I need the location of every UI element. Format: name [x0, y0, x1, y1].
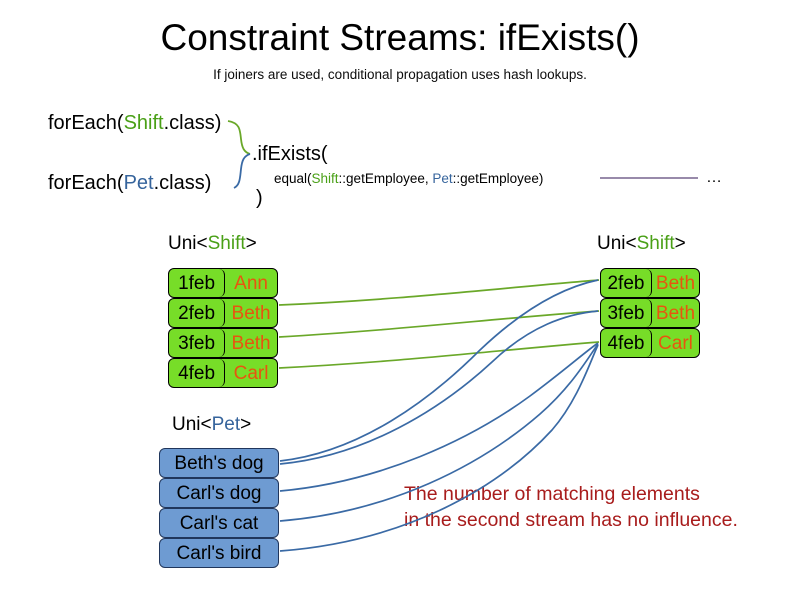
code-close-paren: ): [256, 187, 263, 209]
code-foreach-shift-type: Shift: [123, 112, 164, 134]
tuple-row: 4feb Carl: [168, 358, 278, 388]
tuple-row: 4feb Carl: [600, 328, 700, 358]
label-uni-shift-left-prefix: Uni<: [168, 233, 208, 254]
tuple-employee: Carl: [233, 362, 269, 384]
tuple-row: 3feb Beth: [168, 328, 278, 358]
code-joiner-left-type: Shift: [311, 171, 339, 186]
code-foreach-shift-suffix: .class): [163, 112, 222, 134]
tuple-date: 2feb: [169, 299, 226, 327]
connector-green-3feb: [278, 310, 600, 338]
connector-green-2feb: [278, 279, 600, 306]
tuple-employee: Beth: [231, 302, 271, 324]
note-line-2: in the second stream has no influence.: [404, 509, 738, 531]
tuple-row: 3feb Beth: [600, 298, 700, 328]
label-uni-pet: Uni<Pet>: [172, 413, 251, 437]
tuple-employee: Beth: [231, 332, 271, 354]
tuple-employee: Beth: [655, 302, 696, 324]
connector-blue-beth-dog-3feb: [279, 310, 599, 465]
code-joiner-right-method: ::getEmployee): [452, 171, 544, 186]
code-foreach-shift: forEach(Shift.class): [48, 111, 221, 135]
tuple-employee: Beth: [655, 272, 696, 294]
label-uni-shift-left-suffix: >: [245, 233, 257, 254]
pet-row: Carl's cat: [159, 508, 279, 538]
note-line-1: The number of matching elements: [404, 483, 700, 505]
label-uni-pet-prefix: Uni<: [172, 414, 212, 435]
pet-row: Carl's bird: [159, 538, 279, 568]
label-uni-shift-right-type: Shift: [636, 233, 675, 254]
note-text: The number of matching elements in the s…: [404, 481, 738, 533]
brace-lower-blue: [233, 153, 251, 189]
tuple-date: 3feb: [169, 329, 226, 357]
pet-row: Carl's dog: [159, 478, 279, 508]
code-ifexists-call: .ifExists(: [252, 143, 328, 165]
label-uni-shift-left: Uni<Shift>: [168, 232, 257, 256]
connector-green-4feb: [278, 341, 600, 369]
label-uni-shift-right: Uni<Shift>: [597, 232, 686, 256]
label-uni-pet-suffix: >: [240, 414, 252, 435]
code-joiner-right-type: Pet: [432, 171, 453, 186]
tuple-date: 2feb: [601, 269, 652, 297]
code-joiner-prefix: equal(: [274, 171, 312, 186]
tuple-date: 3feb: [601, 299, 652, 327]
tuple-row: 1feb Ann: [168, 268, 278, 298]
code-joiner-left-method: ::getEmployee,: [338, 171, 433, 186]
tuple-date: 1feb: [169, 269, 226, 297]
tuple-row: 2feb Beth: [168, 298, 278, 328]
code-foreach-pet-prefix: forEach(: [48, 172, 124, 194]
tuple-employee: Carl: [658, 332, 693, 354]
code-foreach-pet-type: Pet: [123, 172, 154, 194]
tuple-employee: Ann: [234, 272, 268, 294]
page-title: Constraint Streams: ifExists(): [160, 17, 640, 58]
tuple-date: 4feb: [601, 329, 652, 357]
label-uni-pet-type: Pet: [211, 414, 241, 435]
code-foreach-pet-suffix: .class): [153, 172, 212, 194]
code-joiner-equal: equal(Shift::getEmployee, Pet::getEmploy…: [274, 170, 543, 187]
page-subtitle: If joiners are used, conditional propaga…: [213, 67, 587, 82]
connector-blue-carl-dog-4feb: [279, 342, 599, 492]
label-uni-shift-right-suffix: >: [674, 233, 686, 254]
code-foreach-shift-prefix: forEach(: [48, 112, 124, 134]
code-foreach-pet: forEach(Pet.class): [48, 171, 211, 195]
tuple-row: 2feb Beth: [600, 268, 700, 298]
pet-row: Beth's dog: [159, 448, 279, 478]
connector-blue-beth-dog-2feb: [279, 279, 599, 462]
label-uni-shift-left-type: Shift: [207, 233, 246, 254]
code-ellipsis: …: [706, 169, 722, 186]
brace-upper-green: [227, 120, 251, 155]
label-uni-shift-right-prefix: Uni<: [597, 233, 637, 254]
tuple-date: 4feb: [169, 359, 226, 387]
